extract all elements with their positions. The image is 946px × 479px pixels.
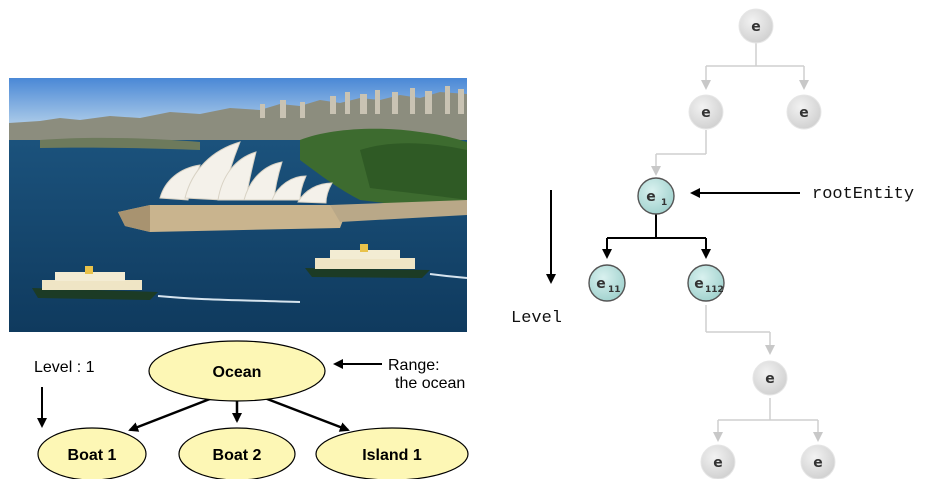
- node-e-bottom-left: e: [700, 444, 736, 479]
- root-edges: [602, 214, 711, 259]
- level-label-right: Level: [511, 309, 562, 328]
- edge-ocean-island1: [261, 395, 350, 432]
- svg-text:e: e: [765, 371, 775, 387]
- node-boat-2-label: Boat 2: [213, 447, 262, 464]
- svg-text:11: 11: [608, 285, 621, 295]
- svg-text:e: e: [701, 105, 711, 121]
- svg-text:e: e: [799, 105, 809, 121]
- ferry-right: [305, 244, 468, 279]
- node-e112: e 112: [687, 264, 725, 302]
- node-boat-1-label: Boat 1: [68, 447, 117, 464]
- svg-text:e: e: [646, 189, 656, 205]
- node-e-top: e: [738, 8, 774, 44]
- harbour-photo: [9, 78, 468, 332]
- node-boat-1: Boat 1: [37, 427, 147, 479]
- node-e-level1-right: e: [786, 94, 822, 130]
- node-ocean: Ocean: [148, 340, 326, 402]
- node-e-bottom-right: e: [800, 444, 836, 479]
- root-entity-label: rootEntity: [812, 185, 914, 204]
- node-e11: e 11: [588, 264, 626, 302]
- node-boat-2: Boat 2: [178, 427, 296, 479]
- svg-text:e: e: [596, 276, 606, 292]
- node-ocean-label: Ocean: [213, 364, 262, 381]
- edge-ocean-boat1: [128, 395, 216, 432]
- upper-grey-edges: [651, 42, 809, 176]
- svg-text:1: 1: [661, 198, 667, 208]
- svg-text:e: e: [694, 276, 704, 292]
- range-label-line2: the ocean: [395, 375, 465, 392]
- node-island-1-label: Island 1: [362, 447, 422, 464]
- node-island-1: Island 1: [315, 427, 469, 479]
- svg-text:e: e: [813, 455, 823, 471]
- node-e-level1-left: e: [688, 94, 724, 130]
- level-label: Level : 1: [34, 359, 95, 376]
- range-label-line1: Range:: [388, 357, 440, 374]
- lower-grey-edges: [705, 305, 823, 442]
- right-tree-diagram: e e e e e e e 1 e 11: [511, 8, 914, 479]
- left-tree-diagram: Level : 1 Range: the ocean Ocean Boat 1 …: [34, 340, 469, 479]
- svg-text:e: e: [751, 19, 761, 35]
- node-e-lower-mid: e: [752, 360, 788, 396]
- svg-text:112: 112: [705, 285, 724, 295]
- svg-text:e: e: [713, 455, 723, 471]
- ferry-left: [32, 266, 301, 303]
- node-e1-root: e 1: [637, 177, 675, 215]
